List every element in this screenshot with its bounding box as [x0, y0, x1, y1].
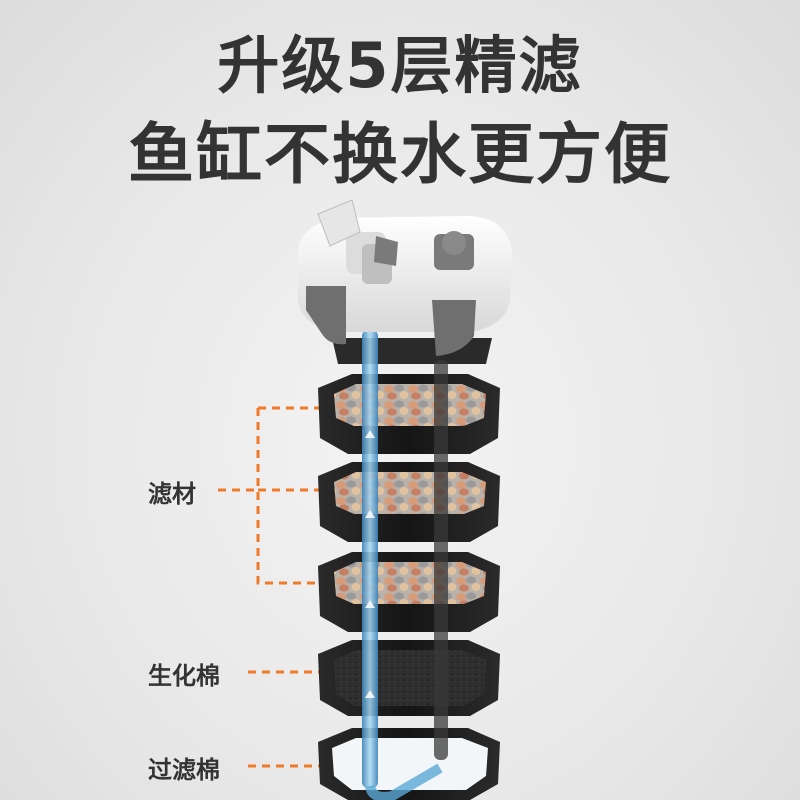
flow-arrows — [365, 430, 375, 698]
filter-head — [298, 199, 512, 356]
filter-media-label: 滤材 — [148, 480, 196, 508]
tray-1 — [318, 374, 500, 454]
tray-3 — [318, 552, 500, 632]
headline-line-2: 鱼缸不换水更方便 — [128, 116, 672, 193]
tray-4 — [318, 640, 500, 716]
headline-line-1: 升级5层精滤 — [217, 29, 583, 102]
water-tubes — [362, 330, 448, 800]
bio-sponge-label: 生化棉 — [148, 662, 220, 690]
filter-sponge-label: 过滤棉 — [148, 756, 220, 784]
tray-2 — [318, 462, 500, 542]
